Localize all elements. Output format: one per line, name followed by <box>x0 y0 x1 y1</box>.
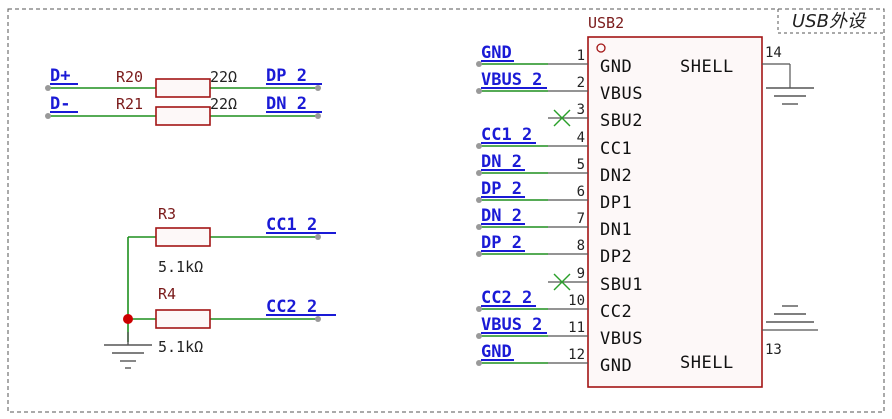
net-label-dp2-left: DP_2 <box>266 66 307 86</box>
pin-number: 5 <box>577 157 585 173</box>
sheet-border <box>7 8 885 413</box>
pin-name: VBUS <box>600 84 643 104</box>
pin-number: 2 <box>577 75 585 91</box>
ref-r4: R4 <box>158 285 176 303</box>
pin-number: 3 <box>577 102 585 118</box>
net-label: GND <box>481 342 512 362</box>
net-label: DP_2 <box>481 179 522 199</box>
pin-number: 12 <box>568 347 585 363</box>
resistor-r20[interactable]: D+ R20 22Ω DP_2 <box>45 66 322 98</box>
ref-r3: R3 <box>158 205 176 223</box>
value-r4: 5.1kΩ <box>158 338 203 356</box>
ref-r20: R20 <box>116 68 143 86</box>
pin-name: VBUS <box>600 329 643 349</box>
resistor-r4[interactable]: R4 5.1kΩ CC2_2 <box>128 285 336 356</box>
pin-name: GND <box>600 57 632 77</box>
ref-usb2: USB2 <box>588 14 624 32</box>
pin-name: SBU2 <box>600 111 643 131</box>
junction-dot <box>123 314 133 324</box>
value-r3: 5.1kΩ <box>158 258 203 276</box>
pin-name: CC2 <box>600 302 632 322</box>
net-label: DN_2 <box>481 206 522 226</box>
pin-name: DP1 <box>600 193 632 213</box>
pin-number: 6 <box>577 184 585 200</box>
ref-r21: R21 <box>116 95 143 113</box>
pin-number: 9 <box>577 266 585 282</box>
net-label-cc2-left: CC2_2 <box>266 297 317 317</box>
net-label: CC2_2 <box>481 288 532 308</box>
pin-number: 1 <box>577 48 585 64</box>
net-label: GND <box>481 43 512 63</box>
usb-connector[interactable]: USB2 1GNDGND2VBUSVBUS_23SBU24CC1CC1_25DN… <box>476 14 818 388</box>
svg-text:14: 14 <box>765 45 782 61</box>
resistor-r3[interactable]: R3 5.1kΩ CC1_2 <box>128 205 336 276</box>
svg-text:SHELL: SHELL <box>680 353 734 373</box>
pin-number: 10 <box>568 293 585 309</box>
net-label: DP_2 <box>481 233 522 253</box>
pin-name: DN2 <box>600 166 632 186</box>
pin-number: 4 <box>577 130 585 146</box>
pin-name: DN1 <box>600 220 632 240</box>
ground-symbol <box>104 332 152 369</box>
sheet-title: USB外设 <box>792 11 867 32</box>
shell-pin-13: 13 SHELL <box>680 305 818 373</box>
pin-name: SBU1 <box>600 275 643 295</box>
net-label: VBUS_2 <box>481 70 542 90</box>
value-r21: 22Ω <box>210 95 237 113</box>
net-label-dn2-left: DN_2 <box>266 94 307 114</box>
net-label: VBUS_2 <box>481 315 542 335</box>
pin-name: CC1 <box>600 139 632 159</box>
pin-name: DP2 <box>600 247 632 267</box>
pin-number: 7 <box>577 211 585 227</box>
net-label-d-minus: D- <box>50 94 70 114</box>
resistor-r21[interactable]: D- R21 22Ω DN_2 <box>45 94 322 126</box>
value-r20: 22Ω <box>210 68 237 86</box>
net-label: DN_2 <box>481 152 522 172</box>
pin-name: GND <box>600 356 632 376</box>
shell-pin-14: 14 SHELL <box>680 45 814 105</box>
net-label-cc1-left: CC1_2 <box>266 215 317 235</box>
svg-text:SHELL: SHELL <box>680 57 734 77</box>
net-label: CC1_2 <box>481 125 532 145</box>
svg-text:13: 13 <box>765 342 782 358</box>
pin-number: 8 <box>577 238 585 254</box>
pin-number: 11 <box>568 320 585 336</box>
net-label-d-plus: D+ <box>50 66 70 86</box>
